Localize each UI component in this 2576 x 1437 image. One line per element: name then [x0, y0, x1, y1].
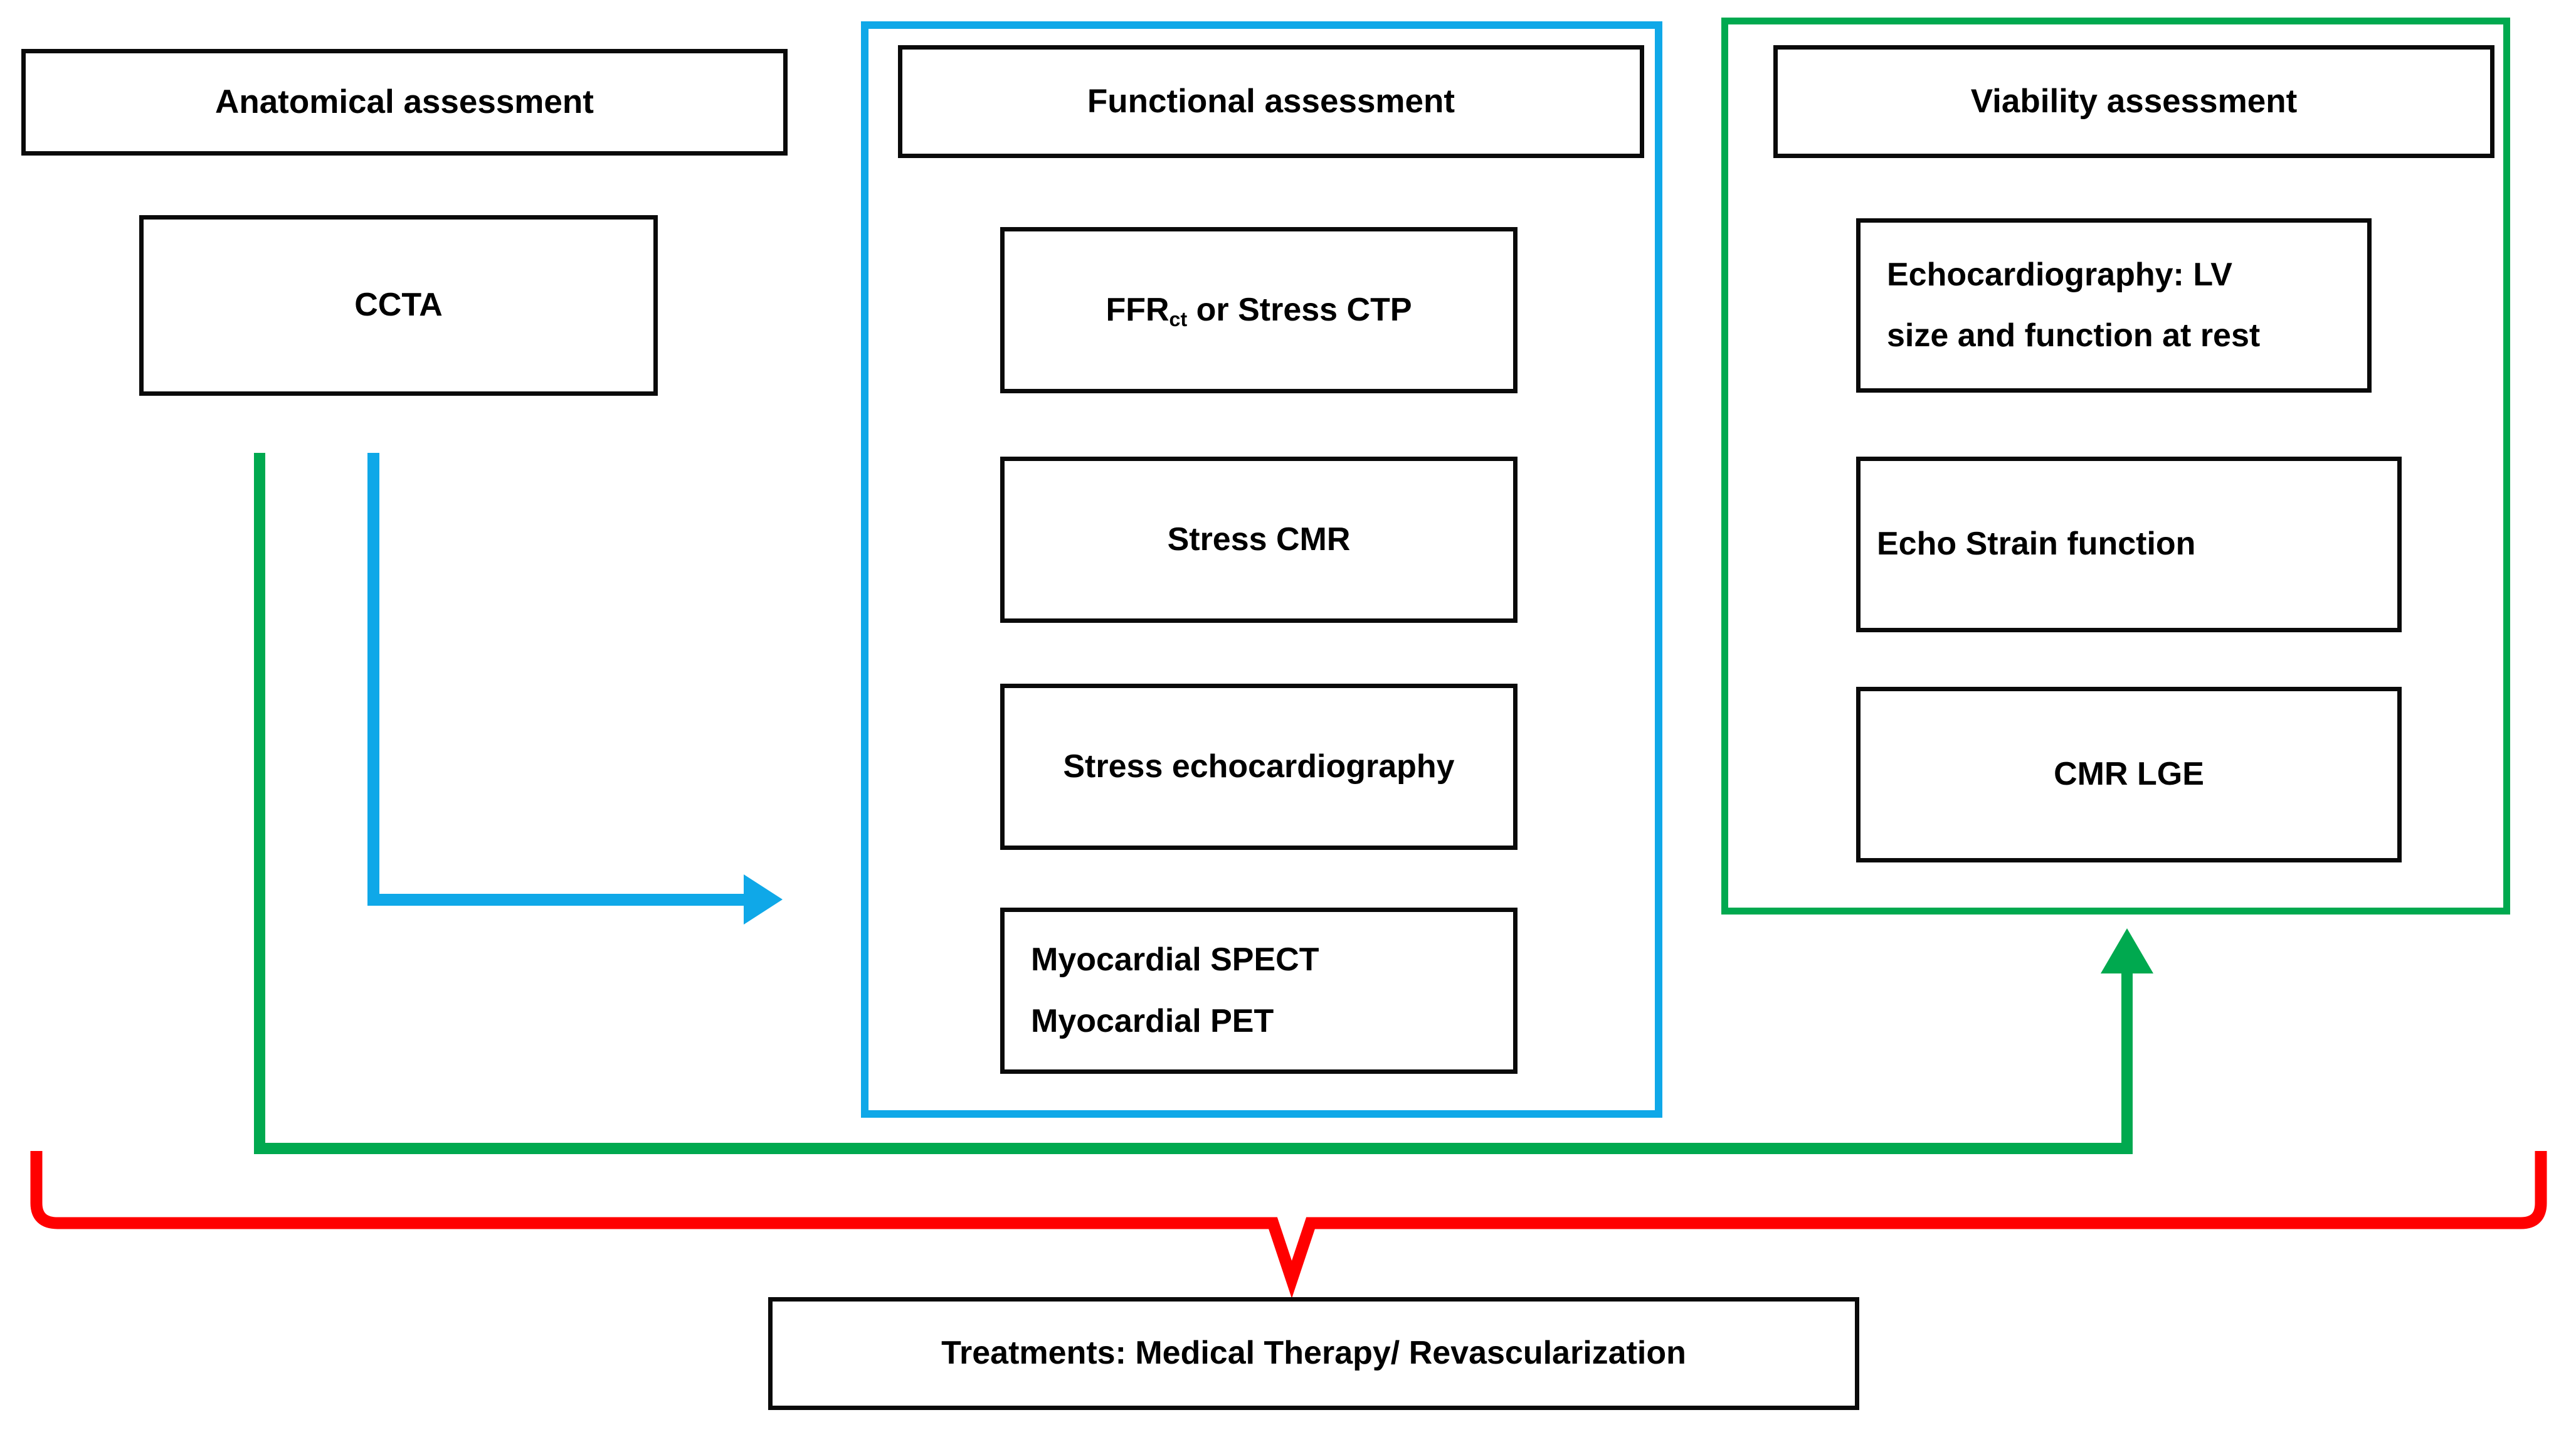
node-ffrct-stress-ctp[interactable]: FFRct or Stress CTP	[1000, 227, 1518, 393]
node-ccta[interactable]: CCTA	[139, 215, 658, 396]
node-stress-cmr[interactable]: Stress CMR	[1000, 457, 1518, 623]
node-echocardiography-lv-line2: size and function at rest	[1887, 317, 2261, 354]
node-stress-cmr-label: Stress CMR	[1167, 521, 1351, 558]
header-anatomical-assessment: Anatomical assessment	[21, 49, 788, 156]
node-cmr-lge[interactable]: CMR LGE	[1856, 687, 2402, 862]
blue-arrowhead-right-icon	[744, 874, 783, 925]
node-echocardiography-lv-line1: Echocardiography: LV	[1887, 256, 2232, 293]
header-viability-label: Viability assessment	[1970, 82, 2298, 120]
node-echo-strain-function[interactable]: Echo Strain function	[1856, 457, 2402, 632]
header-functional-label: Functional assessment	[1087, 82, 1455, 120]
node-myocardial-pet-label: Myocardial PET	[1031, 1002, 1274, 1039]
node-stress-echocardiography-label: Stress echocardiography	[1063, 748, 1455, 785]
node-ffrct-stress-ctp-label: FFRct or Stress CTP	[1106, 291, 1412, 331]
header-functional-assessment: Functional assessment	[898, 45, 1644, 158]
node-cmr-lge-label: CMR LGE	[2054, 756, 2204, 793]
node-treatments-label: Treatments: Medical Therapy/ Revasculari…	[941, 1335, 1686, 1372]
node-stress-echocardiography[interactable]: Stress echocardiography	[1000, 684, 1518, 850]
green-connector-vertical-right	[2121, 971, 2133, 1154]
node-ccta-label: CCTA	[354, 287, 443, 324]
blue-connector-vertical	[367, 453, 379, 896]
node-myocardial-spect-label: Myocardial SPECT	[1031, 941, 1319, 978]
green-arrowhead-up-icon	[2101, 928, 2153, 973]
node-echocardiography-lv[interactable]: Echocardiography: LV size and function a…	[1856, 218, 2372, 393]
blue-connector-horizontal	[367, 894, 744, 906]
green-connector-vertical-left	[254, 453, 265, 1154]
node-myocardial-spect-pet[interactable]: Myocardial SPECT Myocardial PET	[1000, 908, 1518, 1074]
node-echo-strain-function-label: Echo Strain function	[1877, 526, 2196, 563]
header-anatomical-label: Anatomical assessment	[215, 83, 594, 120]
node-treatments[interactable]: Treatments: Medical Therapy/ Revasculari…	[768, 1297, 1859, 1410]
viability-assessment-group	[1721, 18, 2510, 915]
functional-assessment-group	[861, 21, 1662, 1118]
header-viability-assessment: Viability assessment	[1773, 45, 2494, 158]
green-connector-horizontal	[254, 1143, 2133, 1154]
